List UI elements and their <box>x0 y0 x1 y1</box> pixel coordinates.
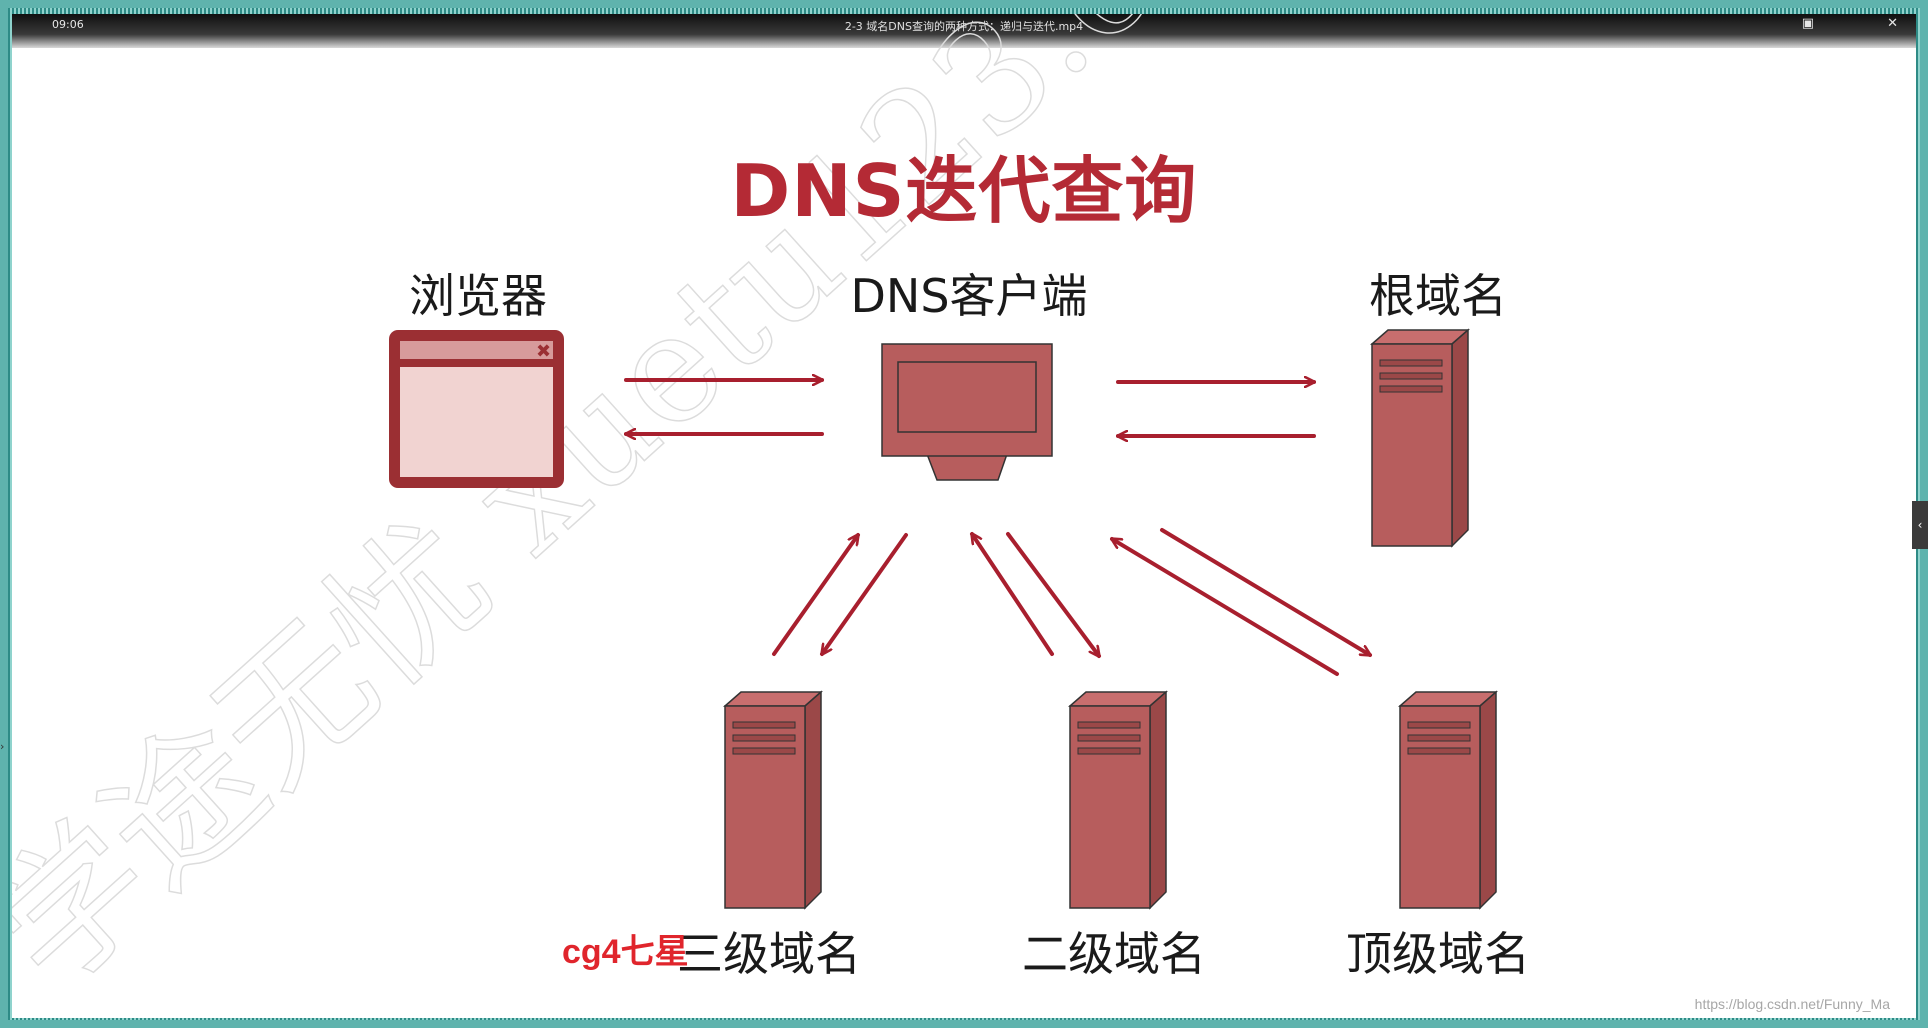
label-root-domain: 根域名 <box>1369 269 1507 323</box>
third-level-server-icon <box>723 690 823 910</box>
restore-icon[interactable]: ▣ <box>1801 16 1814 31</box>
arrow-third-to-client <box>772 535 860 656</box>
arrow-client-to-top <box>1160 528 1370 657</box>
root-server-icon <box>1370 328 1470 548</box>
label-top-level-domain: 顶级域名 <box>1346 927 1530 981</box>
chevron-left-icon[interactable]: ‹ <box>1912 501 1928 549</box>
arrow-client-to-third <box>820 533 908 654</box>
dns-diagram: ✖ <box>389 328 1498 910</box>
overlay-caption: cg4七星 <box>562 933 689 971</box>
playback-time: 09:06 <box>52 18 84 31</box>
source-url: https://blog.csdn.net/Funny_Ma <box>1694 996 1890 1012</box>
arrow-client-to-second <box>1006 532 1101 656</box>
chevron-right-icon[interactable]: › <box>0 740 5 753</box>
slide-title: DNS迭代查询 <box>730 149 1198 233</box>
svg-text:✖: ✖ <box>536 341 551 362</box>
video-title: 2-3 域名DNS查询的两种方式：递归与迭代.mp4 <box>844 20 1084 33</box>
browser-icon: ✖ <box>389 330 564 488</box>
arrow-second-to-client <box>970 534 1054 656</box>
label-dns-client: DNS客户端 <box>850 269 1088 323</box>
label-second-level-domain: 二级域名 <box>1022 927 1206 981</box>
second-level-server-icon <box>1068 690 1168 910</box>
close-icon[interactable]: ✕ <box>1887 16 1898 31</box>
arrow-top-to-client <box>1112 537 1339 676</box>
label-third-level-domain: 三级域名 <box>677 927 861 981</box>
title-bar[interactable]: 09:06 2-3 域名DNS查询的两种方式：递归与迭代.mp4 ▣ ✕ <box>12 14 1916 48</box>
label-browser: 浏览器 <box>409 269 547 323</box>
top-level-server-icon <box>1398 690 1498 910</box>
video-player-window: 09:06 2-3 域名DNS查询的两种方式：递归与迭代.mp4 ▣ ✕ 学途无… <box>12 14 1916 1018</box>
dns-client-icon <box>881 343 1053 481</box>
